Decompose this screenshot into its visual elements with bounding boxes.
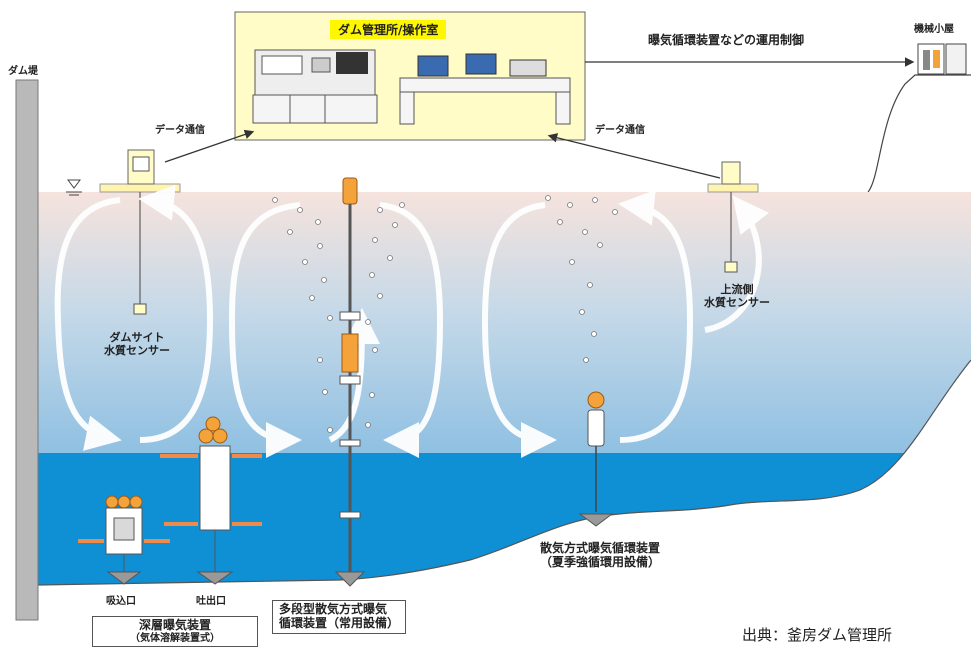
- upstream-sensor-label: 上流側 水質センサー: [704, 283, 770, 309]
- deep-aerator-outlet: [160, 416, 262, 585]
- water-level-mark: [66, 179, 82, 196]
- multistage-aerator: [334, 177, 366, 587]
- data-comm-left-label: データ通信: [155, 125, 205, 136]
- water-body: [38, 192, 971, 585]
- air-bubbles: [272, 195, 618, 433]
- multistage-caption: 多段型散気方式曝気 循環装置（常用設備）: [272, 600, 407, 634]
- upstream-sensor: [707, 161, 759, 273]
- dam-wall-label: ダム堤: [8, 66, 38, 77]
- circulation-flows: [54, 184, 769, 458]
- dam-site-sensor-label: ダムサイト 水質センサー: [104, 331, 170, 357]
- reservoir-bed: [37, 359, 971, 586]
- data-comm-right-label: データ通信: [595, 125, 645, 136]
- dam-site-sensor-line1: ダムサイト: [109, 331, 165, 344]
- source-credit: 出典：釜房ダム管理所: [742, 626, 893, 644]
- data-link-right: [547, 133, 721, 179]
- machine-hut-label: 機械小屋: [914, 24, 954, 35]
- deep-aerator-caption: 深層曝気装置 （気体溶解装置式）: [92, 616, 258, 648]
- outlet-label: 吐出口: [196, 596, 226, 607]
- intake-label: 吸込口: [106, 596, 136, 607]
- deep-aerator-caption-line2: （気体溶解装置式）: [130, 632, 220, 644]
- multistage-caption-line2: 循環装置（常用設備）: [279, 615, 400, 630]
- operation-control-label: 曝気循環装置などの運用制御: [648, 33, 805, 47]
- dam-site-sensor-line2: 水質センサー: [104, 343, 170, 357]
- dam-wall: [15, 79, 39, 621]
- upstream-sensor-line2: 水質センサー: [704, 295, 770, 309]
- multistage-caption-line1: 多段型散気方式曝気: [279, 602, 388, 616]
- data-link-left: [164, 129, 255, 163]
- diffuser-aerator: [578, 391, 614, 527]
- deep-aerator-caption-line1: 深層曝気装置: [138, 618, 211, 632]
- machine-hut: [917, 43, 967, 75]
- diffuser-caption: 散気方式曝気循環装置 （夏季強循環用設備）: [540, 541, 661, 570]
- terrain-outline: [867, 74, 971, 193]
- deep-aerator-intake: [78, 495, 170, 585]
- diffuser-caption-line2: （夏季強循環用設備）: [540, 554, 661, 569]
- upstream-sensor-line1: 上流側: [720, 283, 754, 296]
- control-room-title: ダム管理所/操作室: [330, 20, 447, 39]
- diffuser-caption-line1: 散気方式曝気循環装置: [540, 541, 661, 555]
